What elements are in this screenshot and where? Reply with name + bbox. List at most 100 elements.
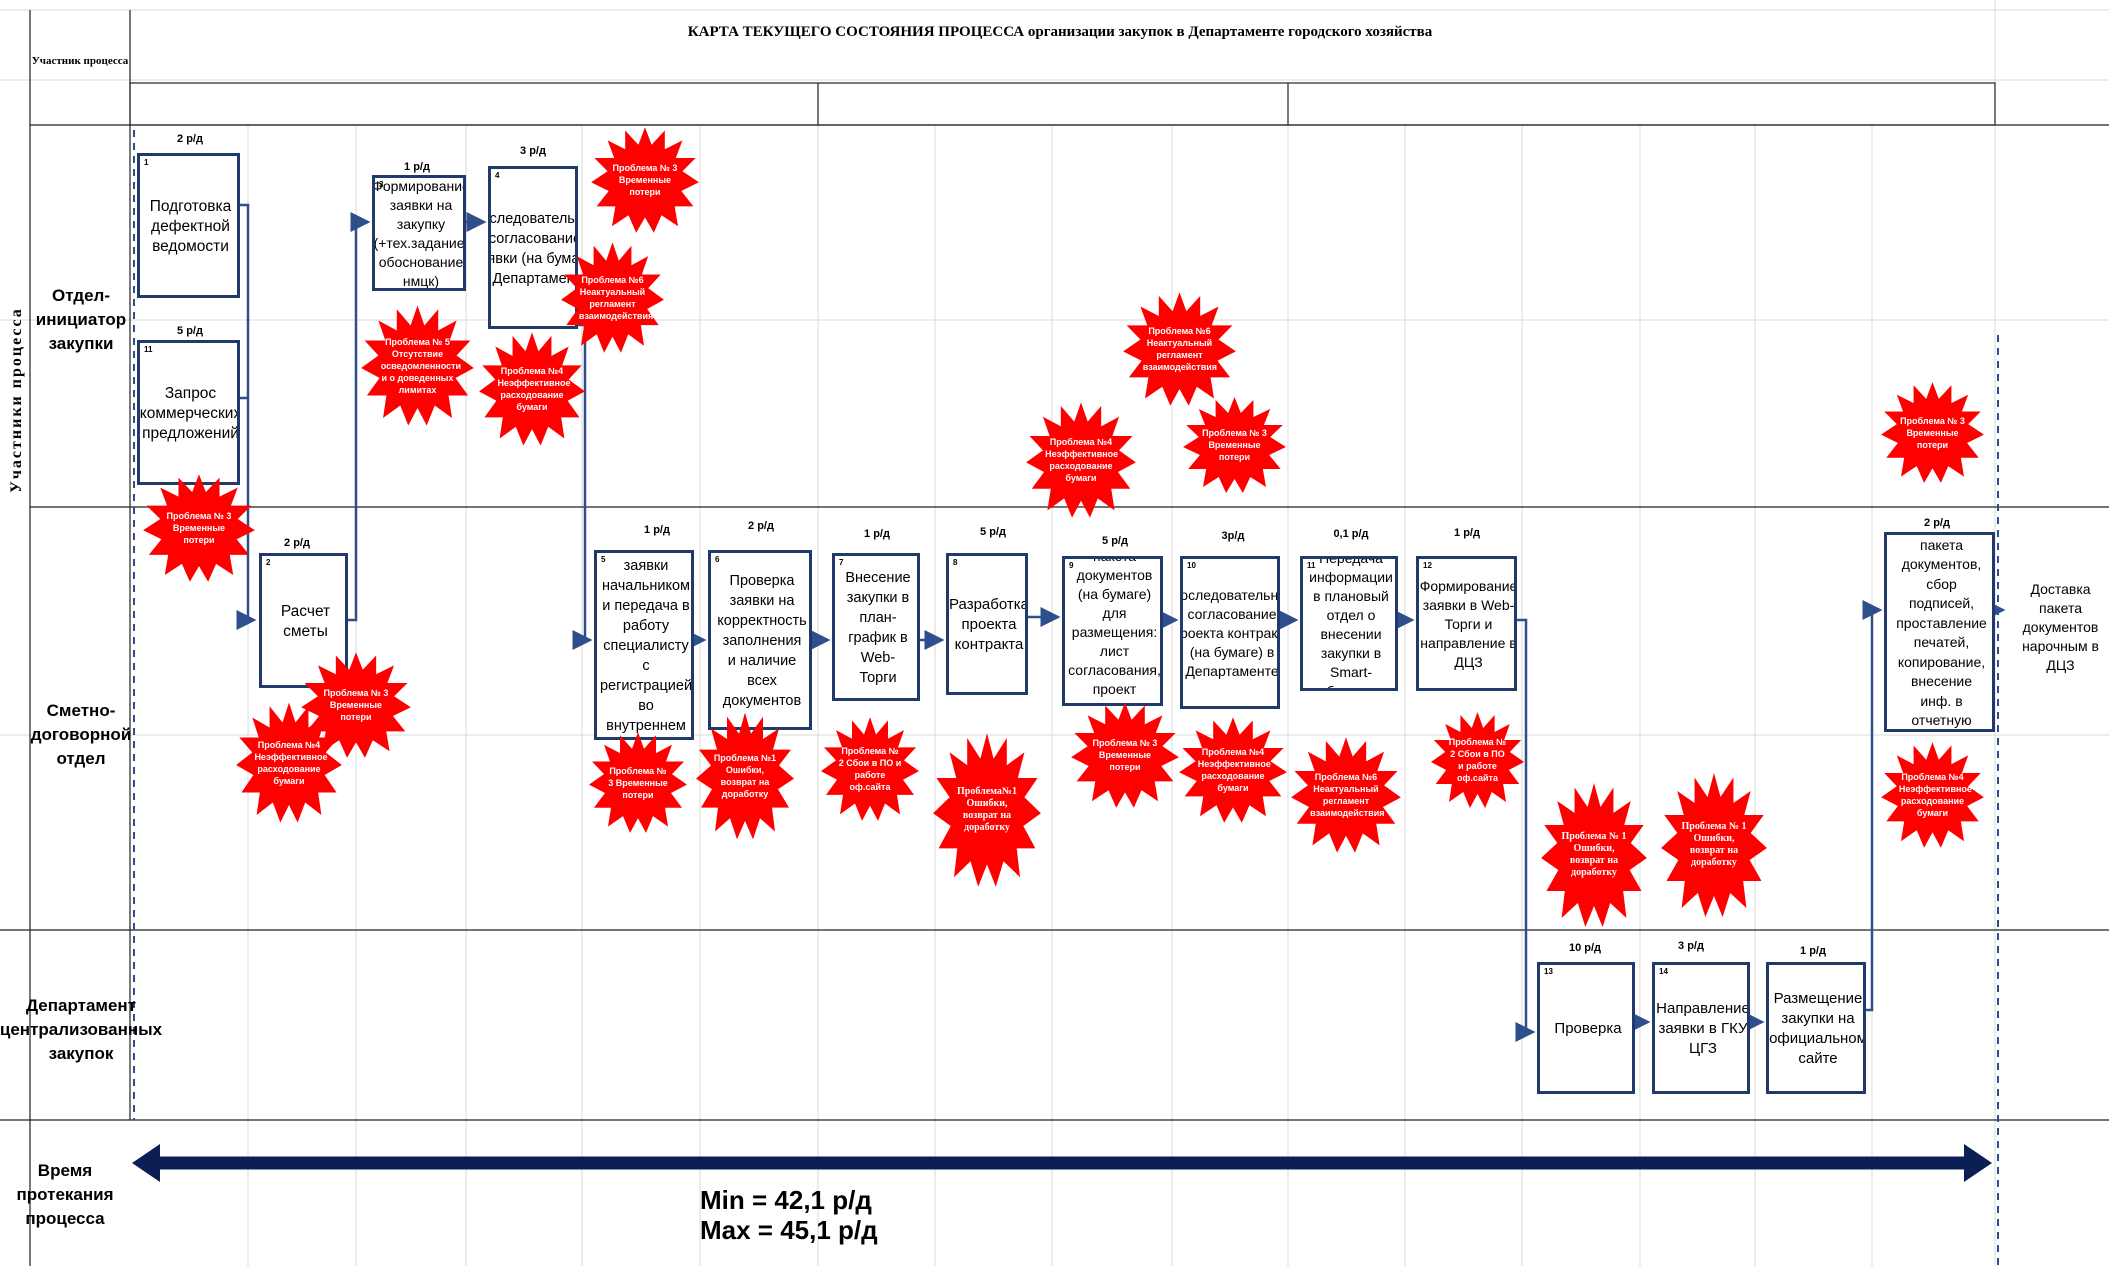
step-text: Размещение закупки на официальном сайте	[1769, 990, 1866, 1067]
duration-label: 5 р/д	[177, 325, 203, 337]
participant-header: Участник процесса	[31, 55, 129, 67]
duration-label: 10 р/д	[1568, 942, 1602, 954]
step-text: Подготовка дефектной ведомости	[149, 197, 232, 255]
problem-text: Проблема № 2 Сбои в ПО и работе оф.сайта	[1448, 737, 1507, 783]
problem-text: Проблема №4 Неэффективное расходование б…	[497, 366, 571, 412]
problem-burst: Проблема №4 Неэффективное расходование б…	[235, 700, 343, 825]
duration-label: 1 р/д	[1454, 527, 1480, 539]
step-text: Разработка проекта контракта	[949, 596, 1028, 653]
step-text: Формирование заявки в Web-Торги и направ…	[1419, 578, 1517, 670]
problem-text: Проблема №6 Неактуальный регламент взаим…	[578, 274, 654, 321]
problem-burst: Проблема №6 Неактуальный регламент взаим…	[1290, 735, 1402, 855]
lane-estimate: Сметно-договорной отдел	[30, 701, 132, 768]
problem-burst: Проблема №4 Неэффективное расходование б…	[478, 330, 586, 448]
problem-text: Проблема № 3 Временные потери	[608, 765, 668, 800]
duration-label: 2 р/д	[748, 520, 774, 532]
step-text: Запрос коммерческих предложений	[139, 384, 240, 442]
problem-text: Проблема № 5 Отсутствие осведомленности …	[380, 336, 462, 395]
timing-max: Max = 45,1 р/д	[700, 1215, 878, 1245]
duration-label: 2 р/д	[177, 133, 203, 145]
end-label: Доставка пакета документов нарочным в ДЦ…	[2022, 581, 2099, 673]
timing-summary: Min = 42,1 р/д Max = 45,1 р/д	[700, 1185, 960, 1245]
problem-burst: Проблема № 3 Временные потери	[588, 730, 688, 835]
step-box-15[interactable]: Размещение закупки на официальном сайте	[1766, 962, 1866, 1094]
problem-burst: Проблема №1 Ошибки, возврат на доработку	[695, 710, 795, 842]
problem-burst: Проблема № 2 Сбои в ПО и работе оф.сайта	[820, 715, 920, 823]
step-text: Расчет сметы	[280, 602, 331, 640]
step-number: 2	[266, 558, 271, 567]
problem-text: Проблема №4 Неэффективное расходование б…	[1045, 437, 1119, 483]
step-box-5[interactable]: 45Прием заявки начальником и передача в …	[594, 550, 694, 740]
problem-burst: Проблема № 3 Временные потери	[300, 650, 412, 760]
problem-burst: Проблема № 3 Временные потери	[1880, 380, 1985, 485]
problem-burst: Проблема №6 Неактуальный регламент взаим…	[1122, 290, 1237, 408]
step-text: Формирование пакета документов (на бумаг…	[1068, 559, 1161, 703]
problem-burst: Проблема № 5 Отсутствие осведомленности …	[360, 303, 475, 428]
duration-label: 1 р/д	[1800, 945, 1826, 957]
step-number: 12	[1423, 561, 1432, 570]
problem-text: Проблема № 3 Временные потери	[1900, 415, 1965, 450]
duration-label: 5 р/д	[980, 526, 1006, 538]
step-text: Внесение закупки в план-график в Web-Тор…	[845, 570, 911, 686]
step-number: 14	[1659, 967, 1668, 976]
timing-min: Min = 42,1 р/д	[700, 1185, 872, 1215]
duration-label: 1 р/д	[404, 161, 430, 173]
problem-text: Проблема №4 Неэффективное расходование б…	[1898, 772, 1972, 818]
problem-text: Проблема №4 Неэффективное расходование б…	[1197, 747, 1271, 793]
lane-time: Время протекания процесса	[16, 1161, 114, 1228]
step-text: Распечатка пакета документов, сбор подпи…	[1896, 536, 1987, 729]
lane-central-procurement: Департамент централизованных закупок	[0, 996, 163, 1063]
problem-text: Проблема №4 Неэффективное расходование б…	[254, 739, 328, 786]
problem-burst: Проблема№1 Ошибки, возврат на доработку	[932, 730, 1042, 890]
page-title: КАРТА ТЕКУЩЕГО СОСТОЯНИЯ ПРОЦЕССА органи…	[687, 24, 1433, 40]
step-box-16[interactable]: Распечатка пакета документов, сбор подпи…	[1884, 532, 1995, 732]
problem-text: Проблема № 3 Временные потери	[612, 163, 678, 197]
step-number: 11	[1307, 561, 1316, 570]
duration-label: 5 р/д	[1102, 535, 1128, 547]
problem-text: Проблема № 2 Сбои в ПО и работе оф.сайта	[838, 746, 902, 792]
problem-burst: Проблема № 3 Временные потери	[1182, 395, 1287, 495]
duration-label: 3р/д	[1221, 530, 1245, 542]
step-number: 7	[839, 558, 844, 567]
step-text: Прием заявки начальником и передача в ра…	[599, 553, 693, 734]
problem-burst: Проблема № 2 Сбои в ПО и работе оф.сайта	[1430, 710, 1525, 810]
problem-burst: Проблема №6 Неактуальный регламент взаим…	[560, 240, 665, 355]
step-box-9[interactable]: 9Формирование пакета документов (на бума…	[1062, 556, 1163, 706]
problem-text: Проблема № 1 Ошибки, возврат на доработк…	[1681, 821, 1747, 868]
lane-initiator: Отдел-инициатор закупки	[35, 286, 127, 353]
problem-text: Проблема №6 Неактуальный регламент взаим…	[1310, 772, 1385, 818]
step-text: Последовательное согласование заявки (на…	[488, 210, 578, 287]
step-text: Передача информации в плановый отдел о в…	[1309, 556, 1393, 691]
problem-burst: Проблема №4 Неэффективное расходование б…	[1025, 400, 1137, 520]
duration-label: 2 р/д	[284, 537, 310, 549]
problem-text: Проблема №6 Неактуальный регламент взаим…	[1142, 326, 1218, 372]
problem-burst: Проблема № 3 Временные потери	[1070, 700, 1180, 810]
step-box-10[interactable]: 10Последовательное согласование проекта …	[1180, 556, 1280, 709]
problem-text: Проблема №1 Ошибки, возврат на доработку	[713, 753, 777, 799]
step-number: 5	[601, 555, 606, 564]
problem-burst: Проблема № 1 Ошибки, возврат на доработк…	[1540, 780, 1648, 930]
problem-text: Проблема № 1 Ошибки, возврат на доработк…	[1561, 831, 1627, 878]
step-number: 9	[1069, 561, 1074, 570]
duration-label: 3 р/д	[1678, 940, 1704, 952]
step-number: 13	[1544, 967, 1553, 976]
step-number: 6	[715, 555, 720, 564]
step-number: 11	[144, 345, 153, 354]
problem-burst: Проблема № 3 Временные потери	[590, 125, 700, 235]
step-box-4[interactable]: 4Последовательное согласование заявки (н…	[488, 166, 578, 329]
duration-label: 2 р/д	[1924, 517, 1950, 529]
